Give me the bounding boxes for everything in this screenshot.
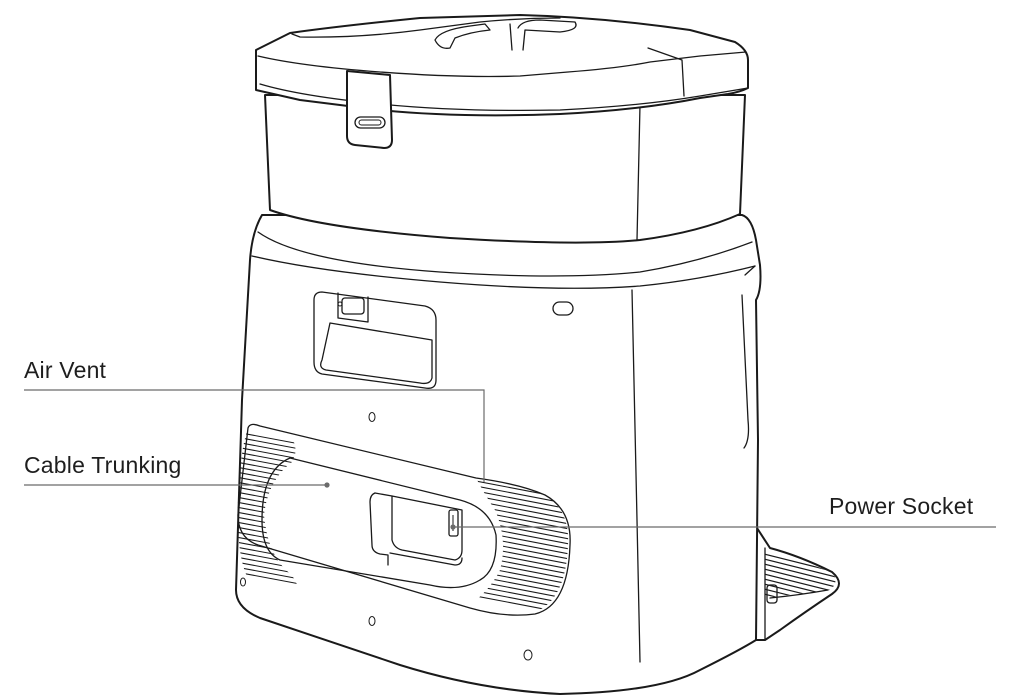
bin-latch (346, 70, 393, 149)
label-air-vent: Air Vent (24, 357, 107, 383)
dust-bin (255, 14, 749, 244)
rear-recess (313, 291, 437, 389)
docking-tray (754, 524, 840, 641)
label-power-socket: Power Socket (829, 493, 974, 519)
tray-vent-slats (765, 552, 836, 598)
leader-power-socket (450, 524, 996, 530)
leader-cable-trunking (24, 482, 330, 488)
label-cable-trunking: Cable Trunking (24, 452, 182, 478)
base-body (235, 214, 762, 695)
leader-air-vent (24, 389, 485, 482)
